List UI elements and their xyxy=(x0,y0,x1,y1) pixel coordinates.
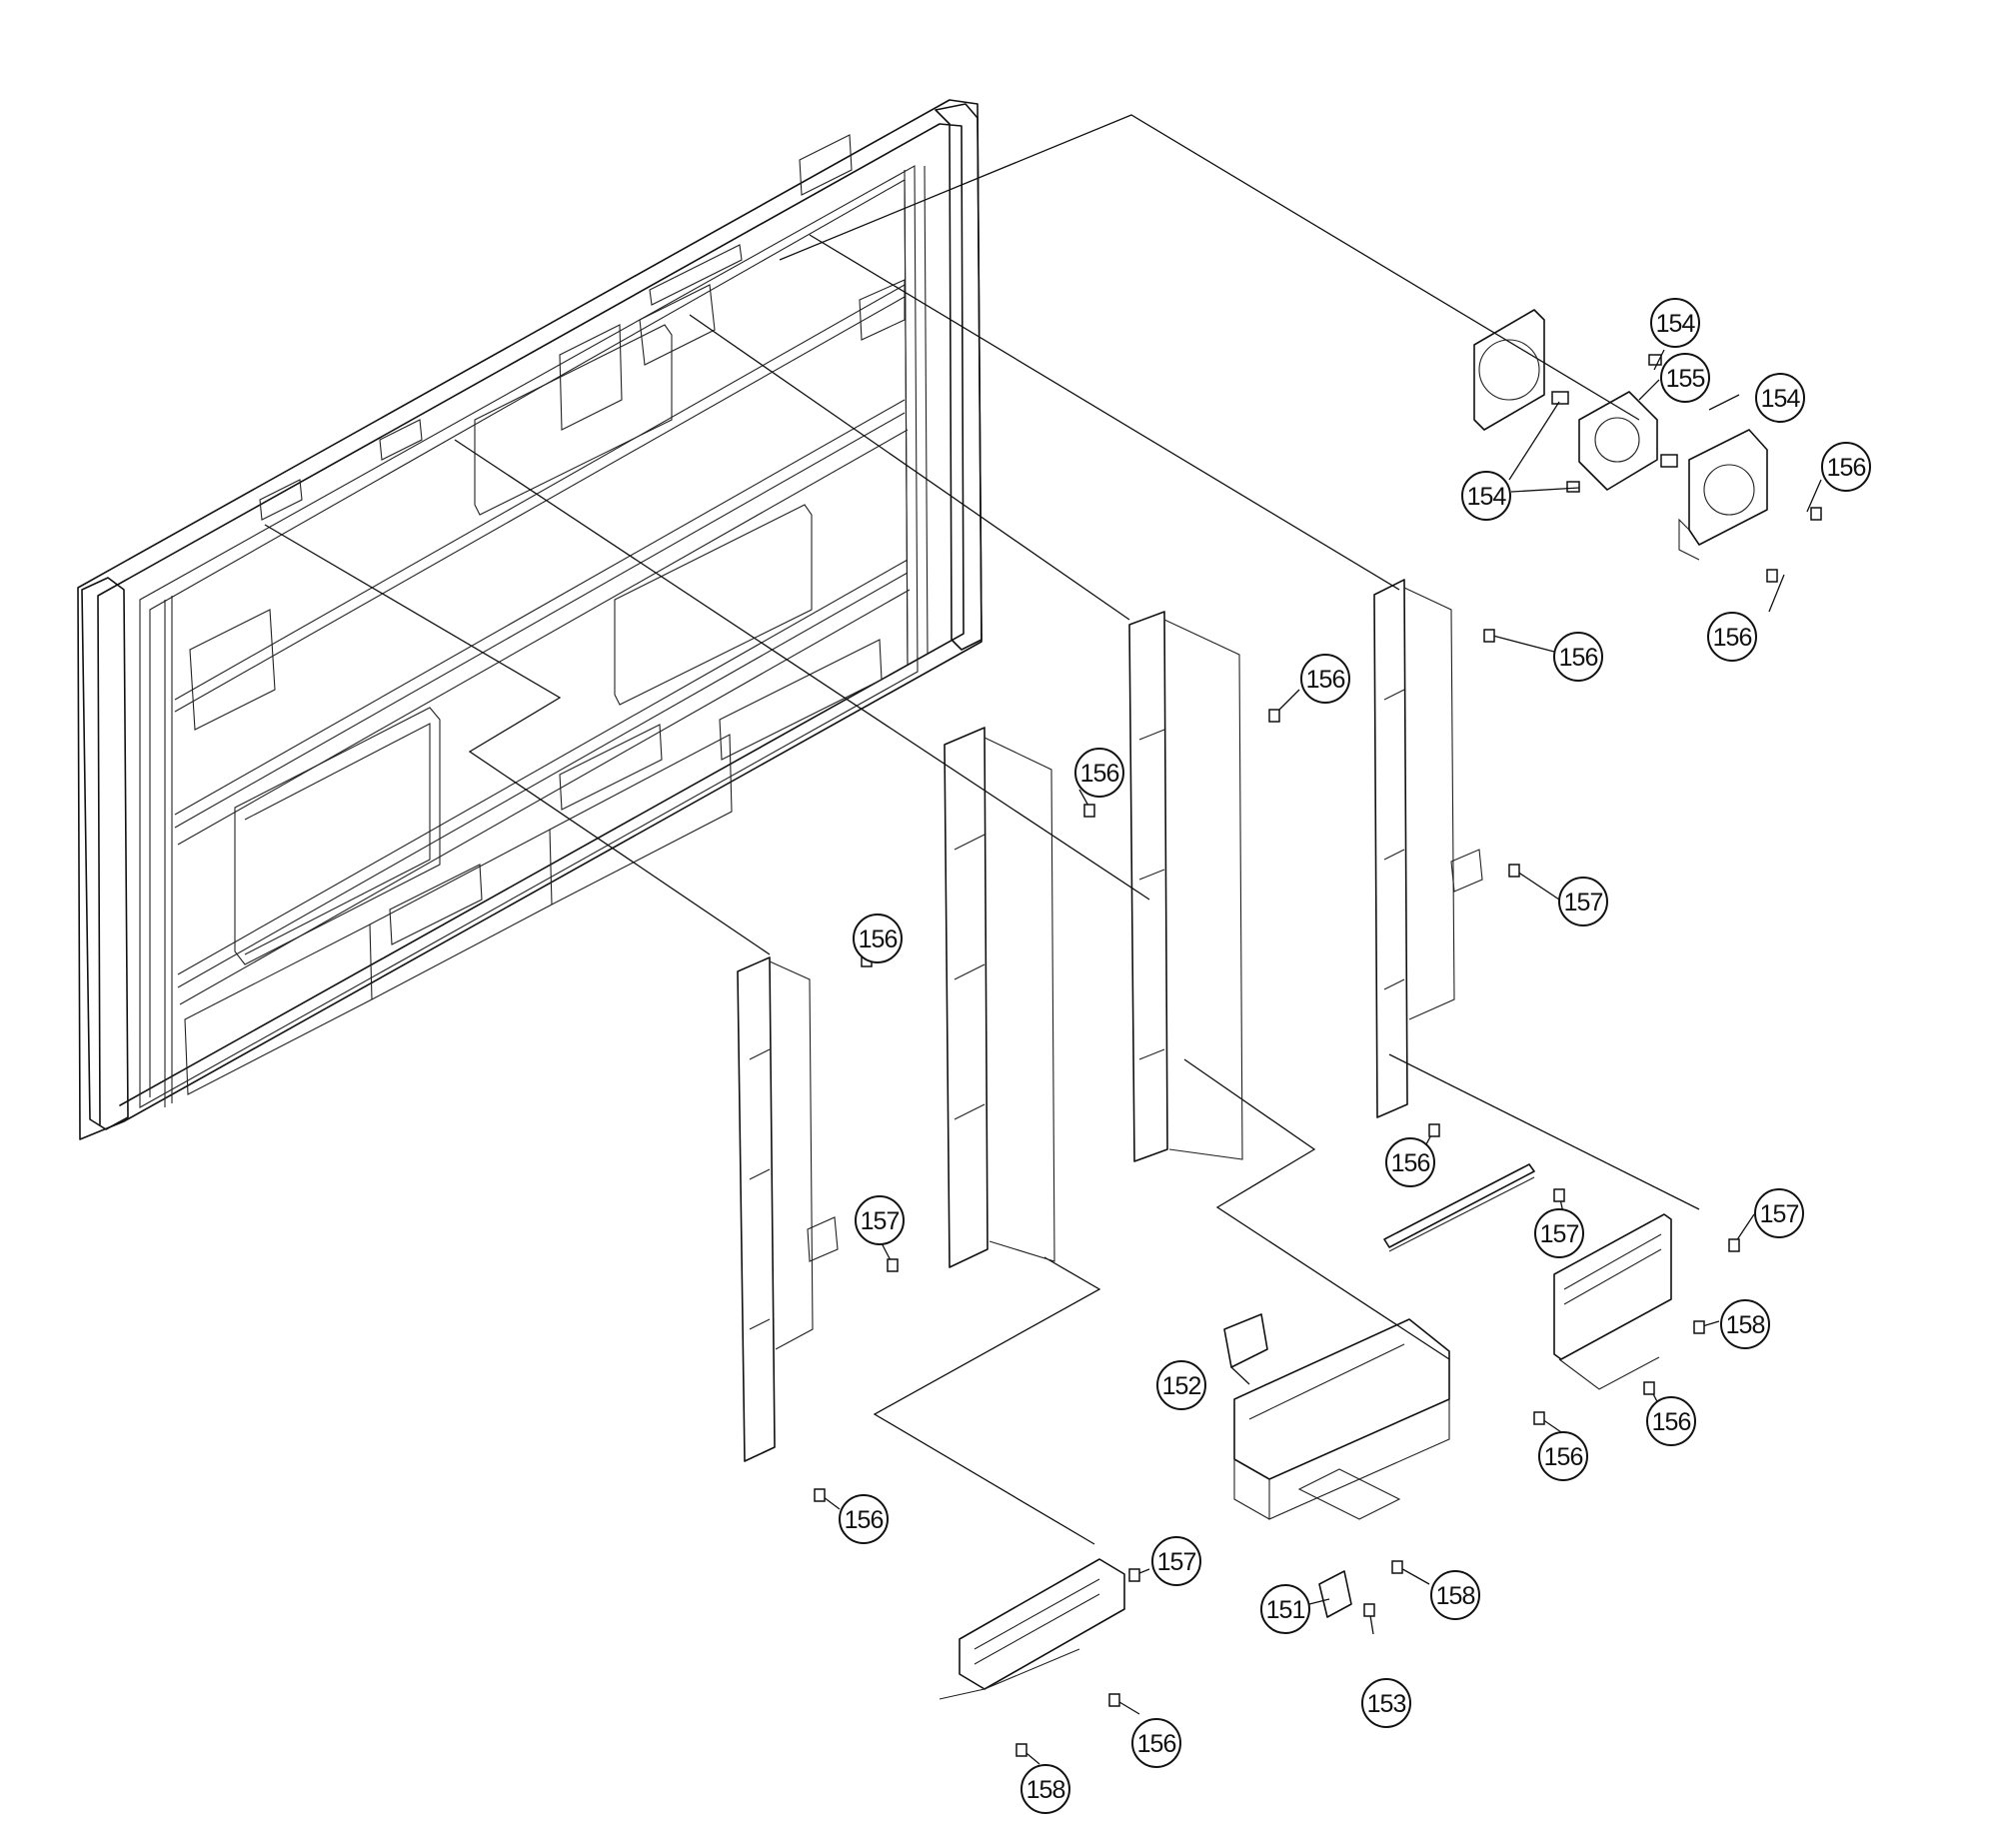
callout-156-center-bracket: 156 xyxy=(1538,1431,1588,1481)
callout-157-slim-bracket: 157 xyxy=(1534,1208,1584,1258)
screws xyxy=(814,507,1822,1757)
svg-text:158: 158 xyxy=(1436,1582,1475,1610)
svg-text:154: 154 xyxy=(1656,310,1696,338)
main-panel-chassis xyxy=(77,99,983,1140)
callout-154-right: 154 xyxy=(1755,373,1805,423)
assembly-leader-lines xyxy=(264,114,1700,1545)
svg-text:157: 157 xyxy=(861,1207,900,1235)
svg-text:157: 157 xyxy=(1157,1548,1196,1576)
vertical-bracket-3 xyxy=(1128,611,1243,1162)
svg-text:156: 156 xyxy=(859,925,898,953)
callout-156-right-pcb-bottom: 156 xyxy=(1646,1396,1696,1446)
callout-156-bottom-pcb: 156 xyxy=(1131,1718,1181,1768)
clip-parts xyxy=(807,849,1483,1262)
svg-text:153: 153 xyxy=(1367,1690,1406,1718)
callout-154-left: 154 xyxy=(1461,471,1511,521)
vertical-bracket-4 xyxy=(1373,579,1455,1118)
callout-154-top: 154 xyxy=(1650,298,1700,348)
callout-156-bracket4-top: 156 xyxy=(1553,632,1603,682)
svg-text:156: 156 xyxy=(1652,1408,1691,1436)
callout-157-right-pcb: 157 xyxy=(1754,1188,1804,1238)
svg-text:154: 154 xyxy=(1761,385,1801,413)
callout-157-bracket4: 157 xyxy=(1558,877,1608,926)
callout-153: 153 xyxy=(1361,1678,1411,1728)
callout-152: 152 xyxy=(1156,1360,1206,1410)
svg-text:154: 154 xyxy=(1467,483,1507,511)
right-pcb-bracket xyxy=(1553,1213,1672,1390)
callout-151: 151 xyxy=(1260,1584,1310,1634)
svg-text:156: 156 xyxy=(845,1506,884,1534)
svg-text:156: 156 xyxy=(1306,666,1345,694)
callout-156-bracket3-top: 156 xyxy=(1300,654,1350,704)
callout-156-bracket2-top: 156 xyxy=(1074,748,1124,798)
svg-text:156: 156 xyxy=(1391,1149,1430,1177)
svg-text:156: 156 xyxy=(1137,1730,1176,1758)
svg-text:158: 158 xyxy=(1026,1776,1065,1804)
svg-text:156: 156 xyxy=(1827,454,1866,482)
callout-156-bracket1-top: 156 xyxy=(853,914,903,963)
callout-156-bracket1-bottom: 156 xyxy=(839,1494,889,1544)
callout-158-right-pcb: 158 xyxy=(1720,1299,1770,1349)
fan-assembly xyxy=(1473,309,1768,561)
callout-157-bracket1: 157 xyxy=(855,1195,905,1245)
svg-text:157: 157 xyxy=(1760,1200,1799,1228)
callout-155: 155 xyxy=(1660,353,1710,403)
svg-text:156: 156 xyxy=(1544,1443,1583,1471)
callout-157-bottom-pcb: 157 xyxy=(1151,1536,1201,1586)
callout-156-bracket4-bottom: 156 xyxy=(1385,1137,1435,1187)
bottom-pcb-bracket xyxy=(939,1558,1125,1700)
slim-bracket xyxy=(1383,1163,1535,1252)
svg-text:156: 156 xyxy=(1559,644,1598,672)
svg-text:157: 157 xyxy=(1564,889,1603,917)
center-bracket-assembly xyxy=(1223,1313,1450,1520)
svg-text:155: 155 xyxy=(1666,365,1705,393)
svg-text:158: 158 xyxy=(1726,1311,1765,1339)
callout-leaders xyxy=(819,349,1822,1765)
svg-text:151: 151 xyxy=(1266,1596,1305,1624)
svg-text:152: 152 xyxy=(1162,1372,1201,1400)
callout-158-bottom-pcb: 158 xyxy=(1020,1764,1070,1814)
vertical-bracket-2 xyxy=(944,727,1055,1268)
svg-text:156: 156 xyxy=(1713,624,1752,652)
svg-text:157: 157 xyxy=(1540,1220,1579,1248)
callout-158-center: 158 xyxy=(1430,1570,1480,1620)
callout-156-fan-bottom: 156 xyxy=(1707,612,1757,662)
svg-text:156: 156 xyxy=(1080,760,1119,788)
small-sensor-part xyxy=(1318,1570,1352,1618)
callout-156-fan-right: 156 xyxy=(1821,442,1871,492)
vertical-bracket-1 xyxy=(737,956,814,1462)
callouts: 154 155 154 154 156 156 156 156 xyxy=(839,298,1871,1814)
